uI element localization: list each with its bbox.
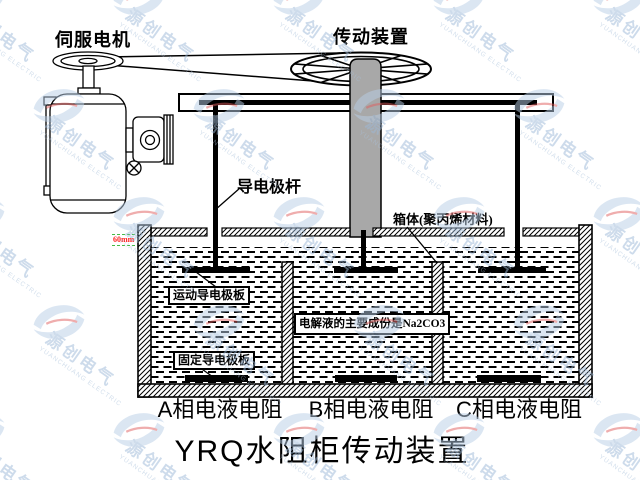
- tank-walls: [137, 224, 593, 398]
- dimension-60mm: 60mm: [112, 234, 136, 246]
- phase-c-caption: C相电液电阻: [456, 397, 582, 422]
- moving-plates: [182, 267, 546, 273]
- drive-shaft: [349, 58, 382, 238]
- electrode-rod-label: 导电极杆: [237, 179, 302, 196]
- phase-b-caption: B相电液电阻: [308, 397, 434, 422]
- electrolyte-label: 电解液的主要成份是Na2CO3: [294, 313, 451, 335]
- electrode-rods: [213, 104, 520, 270]
- servo-motor-drawing: [43, 51, 174, 214]
- moving-plate-label: 运动导电极板: [168, 286, 251, 305]
- transmission-label: 传动装置: [333, 27, 409, 47]
- phase-a-caption: A相电液电阻: [157, 397, 283, 422]
- page-title: YRQ水阻柜传动装置: [174, 435, 470, 468]
- drive-belt: [103, 52, 341, 82]
- tank-material-label: 箱体(聚丙烯材料): [393, 212, 493, 227]
- servo-motor-label: 伺服电机: [55, 30, 131, 50]
- leader-lines: [195, 187, 438, 378]
- fixed-plates: [185, 375, 541, 382]
- fixed-plate-label: 固定导电极板: [173, 351, 256, 370]
